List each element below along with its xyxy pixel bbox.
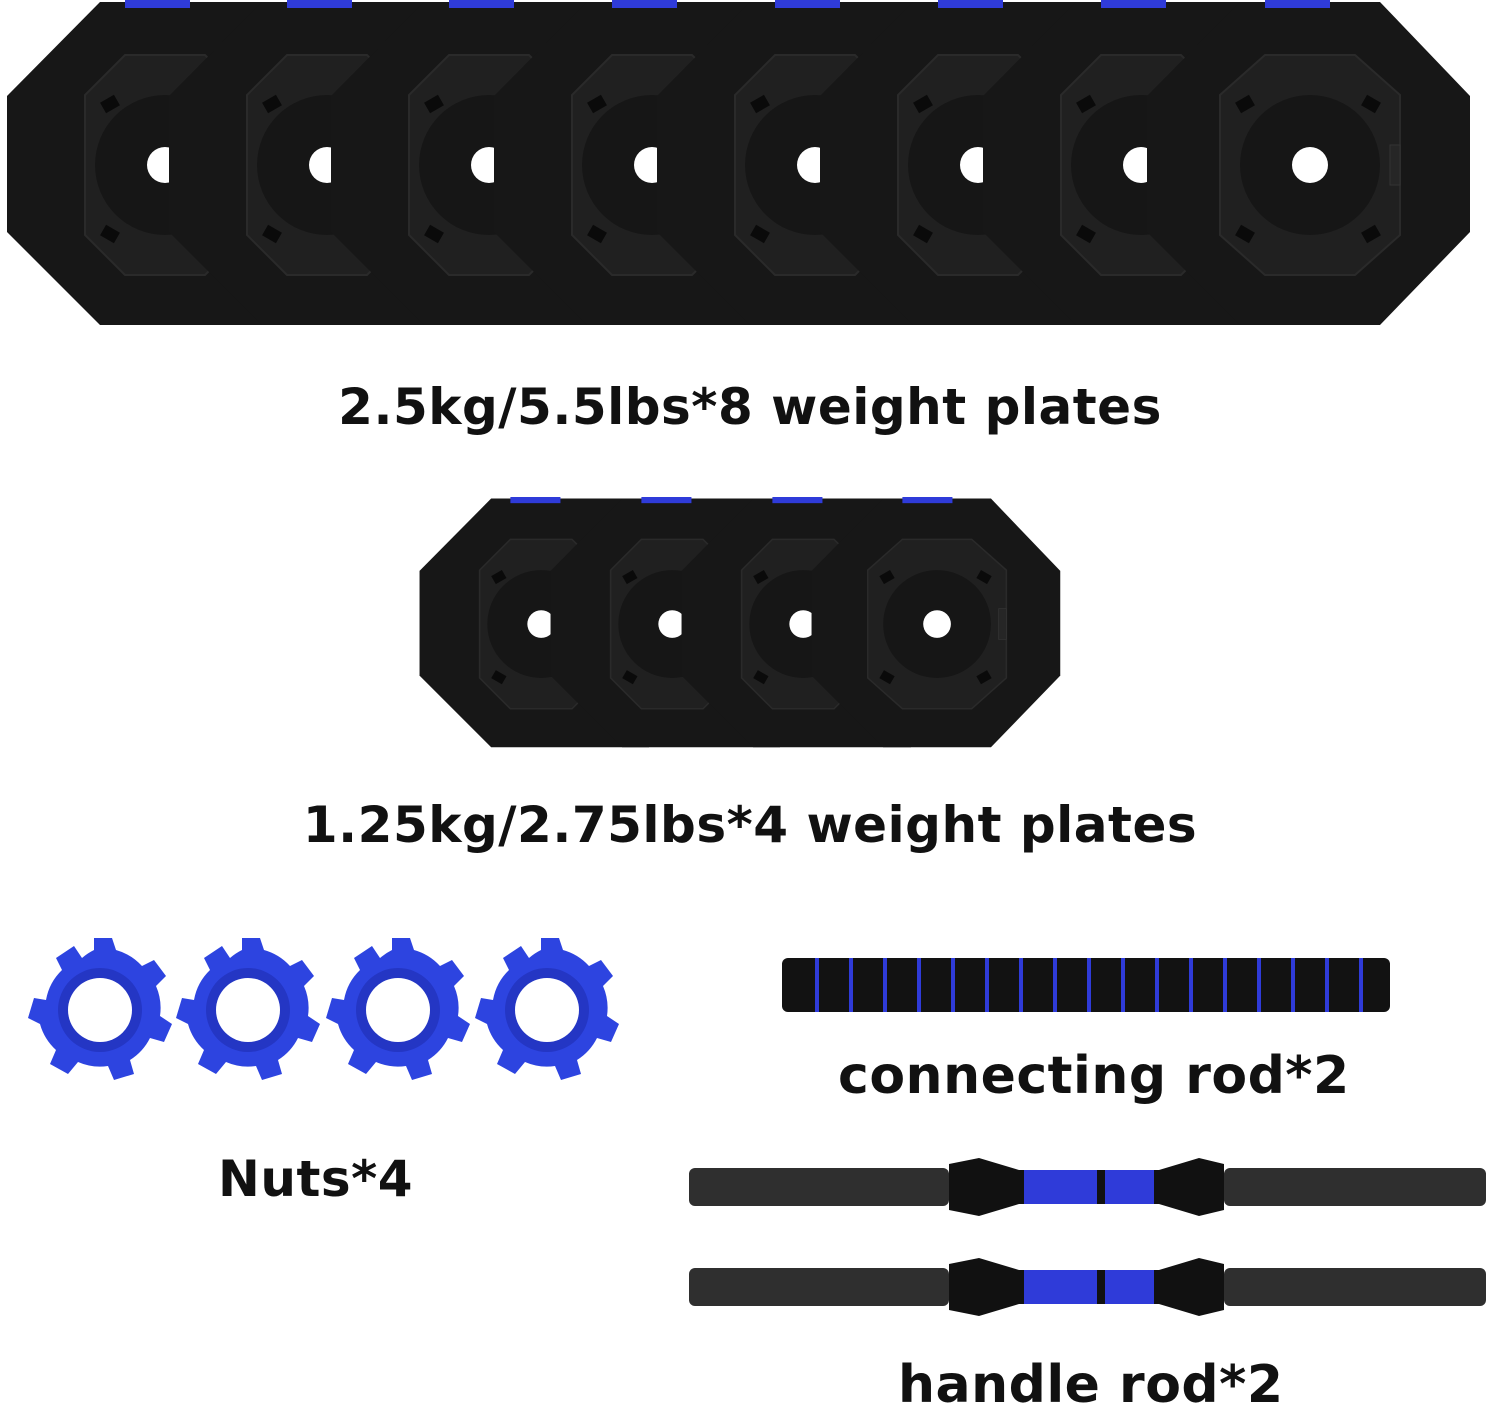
small-weight-plate — [810, 496, 1062, 749]
small-plates-caption: 1.25kg/2.75lbs*4 weight plates — [302, 796, 1198, 854]
handle-rod-caption: handle rod*2 — [898, 1355, 1284, 1415]
handle-rod — [689, 1258, 1486, 1316]
large-plates-caption: 2.5kg/5.5lbs*8 weight plates — [338, 378, 1162, 436]
handle-rods — [689, 1158, 1486, 1316]
connecting-rod — [782, 958, 1390, 1012]
large-weight-plates — [6, 0, 1471, 326]
connecting-rod-caption: connecting rod*2 — [838, 1046, 1350, 1106]
handle-rod — [689, 1158, 1486, 1216]
nut — [326, 938, 470, 1080]
small-weight-plates — [418, 496, 1062, 749]
nuts — [28, 938, 619, 1080]
nut — [176, 938, 320, 1080]
nuts-caption: Nuts*4 — [218, 1150, 414, 1208]
nut — [475, 938, 619, 1080]
large-weight-plate — [1146, 0, 1471, 326]
nut — [28, 938, 172, 1080]
